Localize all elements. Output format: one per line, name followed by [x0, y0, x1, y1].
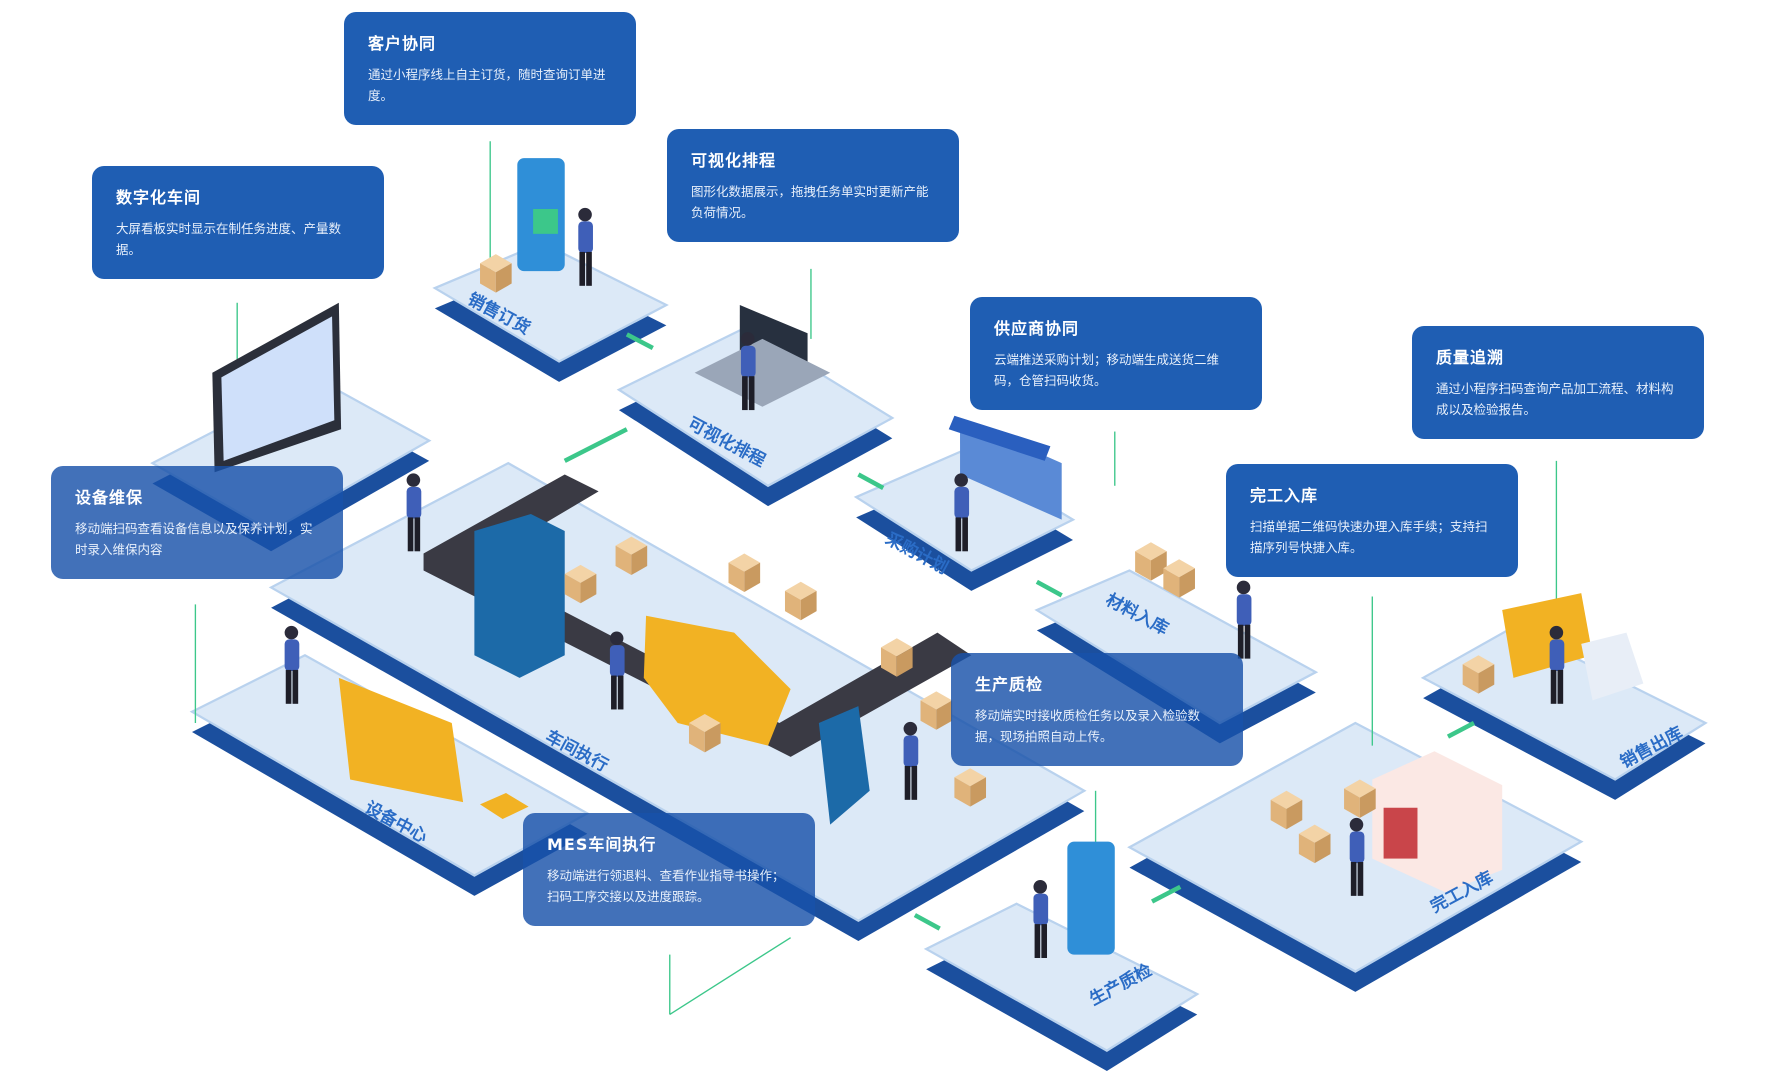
card-title: 生产质检 [975, 675, 1044, 694]
card-title: 客户协同 [368, 34, 437, 53]
truck [1502, 593, 1644, 701]
flow-arrows [563, 332, 1475, 931]
card-digital: 数字化车间大屏看板实时显示在制任务进度、产量数据。 [92, 166, 384, 279]
card-trace: 质量追溯通过小程序扫码查询产品加工流程、材料构成以及检验报告。 [1412, 326, 1704, 439]
card-title: 数字化车间 [116, 188, 202, 207]
qc-phone [1067, 841, 1115, 955]
kiosk [474, 514, 870, 825]
card-schedule: 可视化排程图形化数据展示，拖拽任务单实时更新产能负荷情况。 [667, 129, 959, 242]
card-customer: 客户协同通过小程序线上自主订货，随时查询订单进度。 [344, 12, 636, 125]
card-title: 完工入库 [1250, 486, 1319, 505]
card-desc: 图形化数据展示，拖拽任务单实时更新产能负荷情况。 [691, 184, 929, 220]
card-mes: MES车间执行移动端进行领退料、查看作业指导书操作；扫码工序交接以及进度跟踪。 [523, 813, 815, 926]
card-desc: 通过小程序线上自主订货，随时查询订单进度。 [368, 67, 606, 103]
card-finish: 完工入库扫描单据二维码快速办理入库手续；支持扫描序列号快捷入库。 [1226, 464, 1518, 577]
machines [338, 615, 791, 820]
card-desc: 移动端进行领退料、查看作业指导书操作；扫码工序交接以及进度跟踪。 [547, 868, 785, 904]
card-title: 设备维保 [75, 488, 144, 507]
card-qc: 生产质检移动端实时接收质检任务以及录入检验数据，现场拍照自动上传。 [951, 653, 1243, 766]
card-supplier: 供应商协同云端推送采购计划；移动端生成送货二维码，仓管扫码收货。 [970, 297, 1262, 410]
card-desc: 移动端实时接收质检任务以及录入检验数据，现场拍照自动上传。 [975, 708, 1201, 744]
card-title: MES车间执行 [547, 835, 657, 854]
card-title: 质量追溯 [1436, 348, 1505, 367]
card-desc: 云端推送采购计划；移动端生成送货二维码，仓管扫码收货。 [994, 352, 1220, 388]
phone-device [517, 158, 565, 272]
card-desc: 大屏看板实时显示在制任务进度、产量数据。 [116, 221, 342, 257]
card-title: 供应商协同 [994, 319, 1080, 338]
card-desc: 移动端扫码查看设备信息以及保养计划，实时录入维保内容 [75, 521, 313, 557]
dashboard-screen [212, 302, 342, 473]
card-title: 可视化排程 [691, 151, 777, 170]
card-maintenance: 设备维保移动端扫码查看设备信息以及保养计划，实时录入维保内容 [51, 466, 343, 579]
warehouse [1372, 751, 1503, 893]
laptop [694, 305, 831, 407]
card-desc: 扫描单据二维码快速办理入库手续；支持扫描序列号快捷入库。 [1250, 519, 1488, 555]
card-desc: 通过小程序扫码查询产品加工流程、材料构成以及检验报告。 [1436, 381, 1674, 417]
store [948, 415, 1062, 520]
